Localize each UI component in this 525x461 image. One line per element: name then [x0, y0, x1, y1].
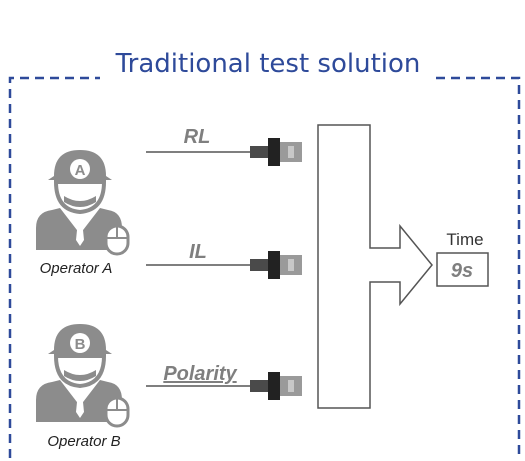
merge-arrow: [317, 124, 433, 409]
operator-b-icon: [36, 324, 130, 428]
operator-b: B Operator B: [36, 324, 130, 450]
operator-a-icon: [36, 150, 130, 256]
connector-icon: [250, 138, 302, 166]
time-box: [436, 252, 489, 287]
operator-b-label: Operator B: [47, 433, 120, 450]
operator-a-label: Operator A: [40, 260, 113, 277]
test-label-il: IL: [189, 241, 207, 263]
test-label-rl: RL: [184, 126, 211, 148]
connector-icon: [250, 372, 302, 400]
operator-a-badge: A: [75, 162, 86, 179]
diagram-title: Traditional test solution: [115, 49, 421, 79]
time-total: 9s: [451, 260, 473, 282]
operator-a: A Operator A: [36, 150, 130, 277]
operator-b-badge: B: [75, 336, 86, 353]
test-label-polarity: Polarity: [163, 363, 237, 385]
connector-icon: [250, 251, 302, 279]
time-label: Time: [446, 230, 483, 249]
dashed-frame: [8, 76, 521, 458]
